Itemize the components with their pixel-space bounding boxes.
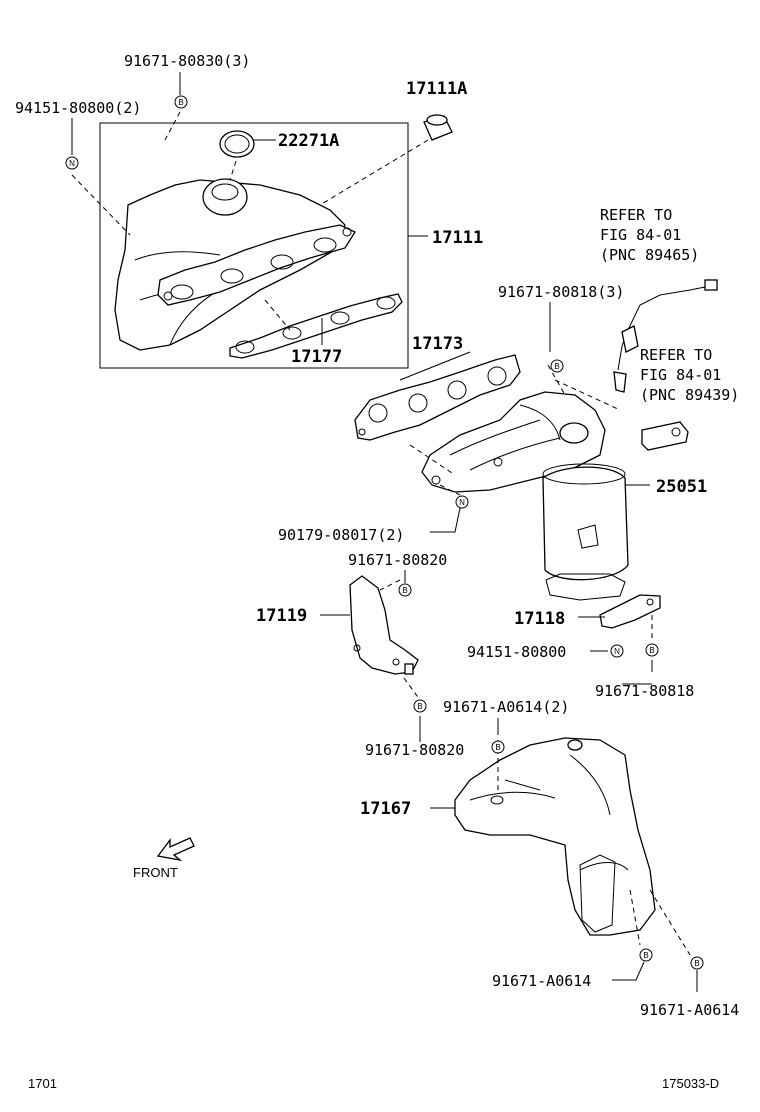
- refer-note-1-line2: FIG 84-01: [600, 226, 681, 244]
- bolt-marker: B: [639, 948, 653, 962]
- page-code: 1701: [28, 1076, 57, 1091]
- refer-note-2-line3: (PNC 89439): [640, 386, 739, 404]
- refer-note-1-line1: REFER TO: [600, 206, 672, 224]
- label-22271A[interactable]: 22271A: [278, 131, 339, 151]
- label-17111A[interactable]: 17111A: [406, 79, 467, 99]
- label-91671-80830[interactable]: 91671-80830(3): [124, 52, 250, 70]
- manifold-17111-drawing[interactable]: [114, 178, 356, 351]
- nut-marker: N: [455, 495, 469, 509]
- front-arrow-icon: [156, 837, 195, 862]
- label-91671-80820-top[interactable]: 91671-80820: [348, 551, 447, 569]
- label-17173[interactable]: 17173: [412, 334, 463, 354]
- svg-text:B: B: [402, 586, 407, 595]
- label-17111[interactable]: 17111: [432, 228, 483, 248]
- leader-lines: [71, 72, 698, 992]
- oxygen-sensor-upper-drawing[interactable]: [613, 279, 718, 393]
- svg-text:B: B: [495, 743, 500, 752]
- stay-17118-drawing[interactable]: [599, 594, 661, 629]
- bolt-marker: B: [690, 956, 704, 970]
- heat-insulator-17167-drawing[interactable]: [454, 737, 656, 936]
- svg-text:B: B: [554, 362, 559, 371]
- bolt-marker: B: [645, 643, 659, 657]
- label-91671-80818-3[interactable]: 91671-80818(3): [498, 283, 624, 301]
- label-91671-80820-bottom[interactable]: 91671-80820: [365, 741, 464, 759]
- label-91671-A0614-a[interactable]: 91671-A0614: [492, 972, 591, 990]
- svg-text:B: B: [649, 646, 654, 655]
- svg-text:B: B: [178, 98, 183, 107]
- label-17119[interactable]: 17119: [256, 606, 307, 626]
- svg-text:N: N: [614, 647, 620, 656]
- refer-note-2-line2: FIG 84-01: [640, 366, 721, 384]
- bolt-marker: B: [398, 583, 412, 597]
- stay-17119-drawing[interactable]: [349, 575, 419, 675]
- gasket-17173-drawing[interactable]: [354, 354, 521, 441]
- figure-code: 175033-D: [662, 1076, 719, 1091]
- refer-note-1-line3: (PNC 89465): [600, 246, 699, 264]
- manifold-converter-25051-drawing[interactable]: [421, 391, 629, 601]
- label-91671-80818[interactable]: 91671-80818: [595, 682, 694, 700]
- sensor-bracket-drawing[interactable]: [641, 421, 689, 451]
- nut-marker: N: [65, 156, 79, 170]
- bolt-marker: B: [174, 95, 188, 109]
- refer-note-2-line1: REFER TO: [640, 346, 712, 364]
- installation-dashed-lines: [71, 111, 691, 956]
- front-label: FRONT: [133, 865, 178, 880]
- svg-text:B: B: [694, 959, 699, 968]
- label-17167[interactable]: 17167: [360, 799, 411, 819]
- label-25051[interactable]: 25051: [656, 477, 707, 497]
- svg-text:N: N: [459, 498, 465, 507]
- label-17118[interactable]: 17118: [514, 609, 565, 629]
- svg-text:B: B: [643, 951, 648, 960]
- nut-marker: N: [610, 644, 624, 658]
- label-91671-A0614-b[interactable]: 91671-A0614: [640, 1001, 739, 1019]
- label-91671-A0614-2[interactable]: 91671-A0614(2): [443, 698, 569, 716]
- label-94151-80800[interactable]: 94151-80800: [467, 643, 566, 661]
- manifold-group-box: [99, 122, 409, 369]
- label-94151-80800-2[interactable]: 94151-80800(2): [15, 99, 141, 117]
- bolt-marker: B: [491, 740, 505, 754]
- label-17177[interactable]: 17177: [291, 347, 342, 367]
- bushing-17111A-drawing[interactable]: [423, 114, 453, 141]
- gasket-17177-drawing[interactable]: [229, 293, 403, 359]
- bolt-marker: B: [413, 699, 427, 713]
- svg-text:N: N: [69, 159, 75, 168]
- bolt-marker: B: [550, 359, 564, 373]
- label-90179-08017[interactable]: 90179-08017(2): [278, 526, 404, 544]
- svg-text:B: B: [417, 702, 422, 711]
